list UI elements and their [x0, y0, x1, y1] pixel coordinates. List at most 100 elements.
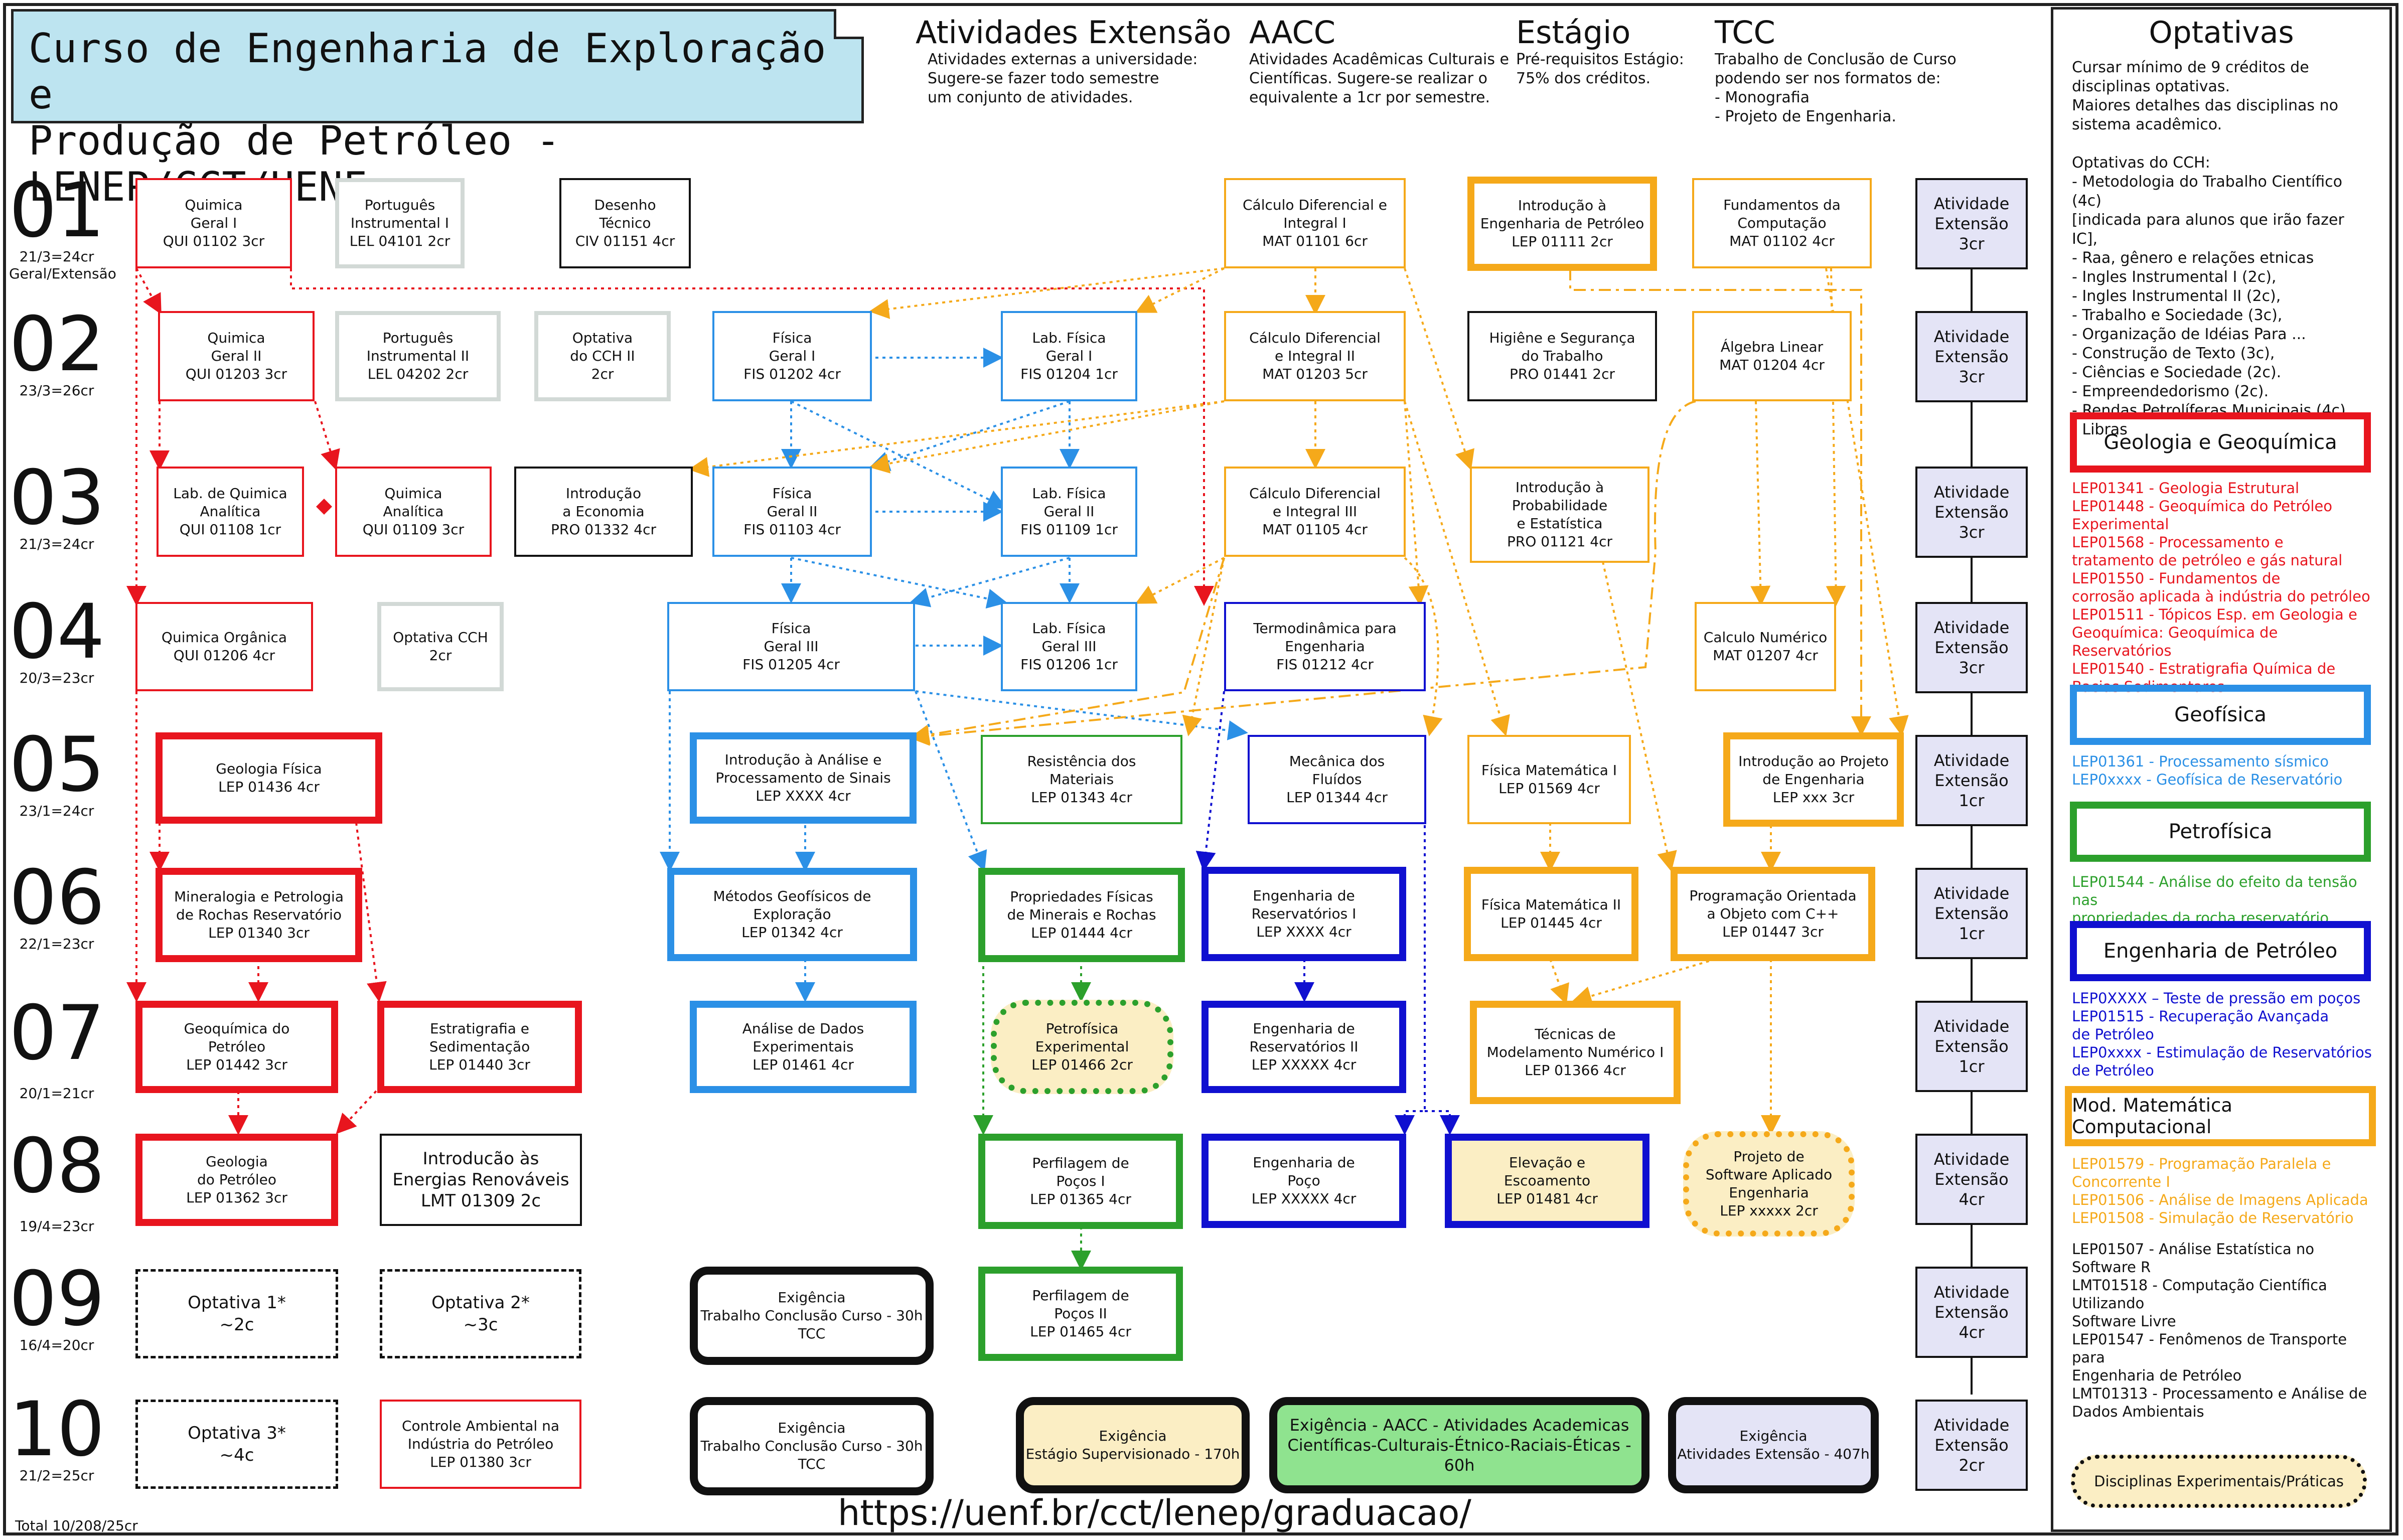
course-geoquimica-petroleo[interactable]: Geoquímica do Petróleo LEP 01442 3cr: [135, 1001, 338, 1093]
course-software-aplicado[interactable]: Projeto de Software Aplicado Engenharia …: [1683, 1131, 1855, 1237]
course-optativa-cch[interactable]: Optativa CCH 2cr: [377, 602, 504, 691]
course-introducao-economia[interactable]: Introdução a Economia PRO 01332 4cr: [514, 467, 693, 557]
course-petrofisica-experimental[interactable]: Petrofísica Experimental LEP 01466 2cr: [991, 1000, 1173, 1094]
category-mod-matematica-list: LEP01579 - Programação Paralela e Concor…: [2072, 1155, 2368, 1226]
requirement-tcc-10[interactable]: Exigência Trabalho Conclusão Curso - 30h…: [690, 1397, 934, 1495]
extensao-s07[interactable]: Atividade Extensão 1cr: [1915, 1001, 2028, 1092]
course-estratigrafia-sedimentacao[interactable]: Estratigrafia e Sedimentação LEP 01440 3…: [377, 1001, 582, 1093]
course-engenharia-reservatorios-2[interactable]: Engenharia de Reservatórios II LEP XXXXX…: [1202, 1001, 1406, 1093]
course-portugues-2[interactable]: Português Instrumental II LEL 04202 2cr: [335, 311, 501, 401]
course-optativa-3[interactable]: Optativa 3* ~4c: [135, 1400, 338, 1489]
course-fisica-matematica-1[interactable]: Física Matemática I LEP 01569 4cr: [1467, 735, 1631, 824]
legend-experimental: Disciplinas Experimentais/Práticas: [2071, 1455, 2367, 1508]
category-engenharia-petroleo: Engenharia de Petróleo: [2070, 921, 2371, 981]
course-controle-ambiental[interactable]: Controle Ambiental na Indústria do Petró…: [380, 1400, 581, 1489]
category-mod-matematica: Mod. Matemática Computacional: [2065, 1086, 2376, 1146]
course-calculo-3[interactable]: Cálculo Diferencial e Integral III MAT 0…: [1224, 467, 1406, 557]
course-propriedades-fisicas[interactable]: Propriedades Físicas de Minerais e Rocha…: [978, 868, 1185, 962]
corner-fold-icon: [834, 9, 864, 39]
extensao-s04[interactable]: Atividade Extensão 3cr: [1915, 602, 2028, 693]
category-engenharia-petroleo-list: LEP0XXXX – Teste de pressão em poços LEP…: [2072, 990, 2372, 1079]
course-intro-projeto-engenharia[interactable]: Introdução ao Projeto de Engenharia LEP …: [1723, 732, 1904, 827]
course-engenharia-poco[interactable]: Engenharia de Poço LEP XXXXX 4cr: [1202, 1134, 1406, 1228]
course-portugues-1[interactable]: Português Instrumental I LEL 04101 2cr: [335, 178, 465, 268]
course-elevacao-escoamento[interactable]: Elevação e Escoamento LEP 01481 4cr: [1445, 1134, 1649, 1228]
requirement-extensao[interactable]: Exigência Atividades Extensão - 407h: [1668, 1397, 1879, 1493]
frame: [3, 3, 2398, 1535]
category-geologia-list: LEP01341 - Geologia Estrutural LEP01448 …: [2072, 480, 2370, 695]
requirement-aacc[interactable]: Exigência - AACC - Atividades Academicas…: [1269, 1397, 1649, 1493]
extensao-s03[interactable]: Atividade Extensão 3cr: [1915, 467, 2028, 558]
footer-url[interactable]: https://uenf.br/cct/lenep/graduacao/: [838, 1492, 1471, 1533]
sidebar-title: Optativas: [2149, 15, 2294, 50]
requirement-tcc-9[interactable]: Exigência Trabalho Conclusão Curso - 30h…: [690, 1267, 934, 1365]
course-desenho-tecnico[interactable]: Desenho Técnico CIV 01151 4cr: [559, 178, 691, 268]
course-lab-fisica-3[interactable]: Lab. Física Geral III FIS 01206 1cr: [1001, 602, 1137, 691]
total-credits: Total 10/208/25cr: [15, 1517, 138, 1534]
extensao-s05[interactable]: Atividade Extensão 1cr: [1915, 735, 2028, 826]
course-quimica-geral-2[interactable]: Quimica Geral II QUI 01203 3cr: [158, 311, 315, 401]
course-probabilidade-estatistica[interactable]: Introdução à Probabilidade e Estatística…: [1470, 467, 1649, 563]
course-perfilagem-pocos-2[interactable]: Perfilagem de Poços II LEP 01465 4cr: [978, 1267, 1183, 1361]
course-lab-fisica-1[interactable]: Lab. Física Geral I FIS 01204 1cr: [1001, 311, 1137, 401]
course-calculo-2[interactable]: Cálculo Diferencial e Integral II MAT 01…: [1224, 311, 1406, 401]
course-mecanica-fluidos[interactable]: Mecânica dos Fluídos LEP 01344 4cr: [1248, 735, 1426, 824]
course-lab-fisica-2[interactable]: Lab. Física Geral II FIS 01109 1cr: [1001, 467, 1137, 557]
course-fisica-geral-2[interactable]: Física Geral II FIS 01103 4cr: [712, 467, 872, 557]
course-fundamentos-computacao[interactable]: Fundamentos da Computação MAT 01102 4cr: [1692, 178, 1872, 268]
course-optativa-2[interactable]: Optativa 2* ~3c: [380, 1269, 581, 1358]
course-lab-quimica-analitica[interactable]: Lab. de Quimica Analítica QUI 01108 1cr: [157, 467, 304, 557]
course-fisica-matematica-2[interactable]: Física Matemática II LEP 01445 4cr: [1464, 867, 1638, 961]
course-fisica-geral-1[interactable]: Física Geral I FIS 01202 4cr: [712, 311, 872, 401]
course-metodos-geofisicos[interactable]: Métodos Geofísicos de Exploração LEP 013…: [667, 868, 917, 961]
sidebar-optativas: [2051, 7, 2392, 1532]
course-geologia-fisica[interactable]: Geologia Física LEP 01436 4cr: [156, 732, 382, 824]
course-calculo-1[interactable]: Cálculo Diferencial e Integral I MAT 011…: [1224, 178, 1406, 268]
course-algebra-linear[interactable]: Álgebra Linear MAT 01204 4cr: [1692, 311, 1852, 401]
course-quimica-organica[interactable]: Quimica Orgânica QUI 01206 4cr: [135, 602, 313, 691]
course-optativa-cch-2[interactable]: Optativa do CCH II 2cr: [534, 311, 671, 401]
extensao-s01[interactable]: Atividade Extensão 3cr: [1915, 178, 2028, 269]
course-analise-dados-experimentais[interactable]: Análise de Dados Experimentais LEP 01461…: [690, 1001, 917, 1093]
course-resistencia-materiais[interactable]: Resistência dos Materiais LEP 01343 4cr: [981, 735, 1182, 824]
extensao-s06[interactable]: Atividade Extensão 1cr: [1915, 868, 2028, 959]
course-programacao-orientada-objeto[interactable]: Programação Orientada a Objeto com C++ L…: [1671, 867, 1875, 961]
course-energias-renovaveis[interactable]: Introducão às Energias Renováveis LMT 01…: [380, 1134, 582, 1226]
course-modelamento-numerico[interactable]: Técnicas de Modelamento Numérico I LEP 0…: [1470, 1001, 1681, 1104]
category-geofisica-list: LEP01361 - Processamento sísmico LEP0xxx…: [2072, 753, 2343, 788]
course-higiene-seguranca[interactable]: Higiêne e Segurança do Trabalho PRO 0144…: [1467, 311, 1657, 401]
course-quimica-geral-1[interactable]: Quimica Geral I QUI 01102 3cr: [135, 178, 292, 268]
other-optativas-list: LEP01507 - Análise Estatística no Softwa…: [2072, 1241, 2367, 1420]
course-quimica-analitica[interactable]: Quimica Analítica QUI 01109 3cr: [335, 467, 492, 557]
category-geologia: Geologia e Geoquímica: [2070, 412, 2371, 473]
extensao-s02[interactable]: Atividade Extensão 3cr: [1915, 311, 2028, 402]
category-petrofisica: Petrofísica: [2070, 802, 2371, 862]
course-geologia-petroleo[interactable]: Geologia do Petróleo LEP 01362 3cr: [135, 1134, 338, 1226]
extensao-s10[interactable]: Atividade Extensão 2cr: [1915, 1400, 2028, 1491]
course-termodinamica[interactable]: Termodinâmica para Engenharia FIS 01212 …: [1224, 602, 1426, 691]
course-optativa-1[interactable]: Optativa 1* ~2c: [135, 1269, 338, 1358]
course-engenharia-reservatorios-1[interactable]: Engenharia de Reservatórios I LEP XXXX 4…: [1202, 867, 1406, 961]
course-fisica-geral-3[interactable]: Física Geral III FIS 01205 4cr: [667, 602, 915, 691]
extensao-s09[interactable]: Atividade Extensão 4cr: [1915, 1267, 2028, 1358]
course-mineralogia-petrologia[interactable]: Mineralogia e Petrologia de Rochas Reser…: [156, 868, 362, 962]
course-calculo-numerico[interactable]: Calculo Numérico MAT 01207 4cr: [1695, 602, 1836, 691]
sidebar-intro: Cursar mínimo de 9 créditos de disciplin…: [2072, 59, 2346, 438]
course-perfilagem-pocos-1[interactable]: Perfilagem de Poços I LEP 01365 4cr: [978, 1134, 1183, 1229]
course-intro-eng-petroleo[interactable]: Introdução à Engenharia de Petróleo LEP …: [1467, 177, 1657, 271]
requirement-estagio[interactable]: Exigência Estágio Supervisionado - 170h: [1016, 1397, 1250, 1493]
extensao-s08[interactable]: Atividade Extensão 4cr: [1915, 1134, 2028, 1225]
curriculum-title: Curso de Engenharia de Exploração e Prod…: [11, 9, 864, 210]
course-processamento-sinais[interactable]: Introdução à Análise e Processamento de …: [690, 732, 917, 824]
